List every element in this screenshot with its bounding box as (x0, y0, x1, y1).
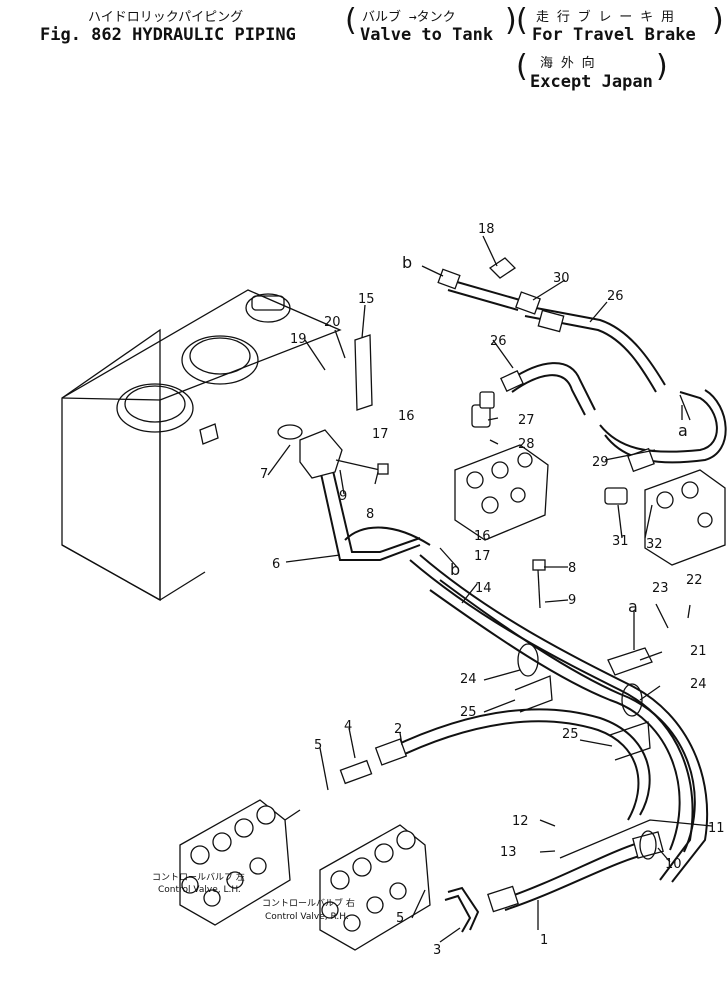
callout-22: 22 (686, 573, 703, 588)
ref-b-upper: b (402, 253, 412, 272)
callout-19: 19 (290, 332, 307, 347)
paren-right: ) (505, 3, 517, 38)
callout-6: 6 (272, 557, 280, 572)
callout-25: 25 (562, 727, 579, 742)
callout-18: 18 (478, 222, 495, 237)
callout-24: 24 (690, 677, 707, 692)
label-cv-rh-jp: コントロールバルブ 右 (262, 897, 355, 909)
callout-9: 9 (568, 593, 576, 608)
callout-8: 8 (568, 561, 576, 576)
subtitle-2-japanese: 走 行 ブ レ ー キ 用 (536, 10, 674, 25)
callout-16: 16 (398, 409, 415, 424)
pipe-29 (599, 389, 727, 473)
paren-right: ) (712, 3, 724, 38)
callout-3: 3 (433, 943, 441, 958)
paren-left: ( (516, 3, 528, 38)
callout-17: 17 (372, 427, 389, 442)
bolt-8 (335, 459, 389, 475)
callout-28: 28 (518, 437, 535, 452)
callout-25: 25 (460, 705, 477, 720)
callout-numbers: 18 30 26 15 20 19 26 16 17 27 28 7 9 8 2… (260, 222, 725, 958)
clamp-24b (621, 683, 643, 717)
control-valve-rh (319, 824, 431, 951)
callout-17: 17 (474, 549, 491, 564)
bracket-15 (354, 334, 373, 411)
title-japanese: ハイドロリックパイピング (88, 10, 244, 25)
elbow-27 (471, 391, 495, 428)
callout-4: 4 (344, 719, 352, 734)
pipe-6 (317, 457, 431, 561)
subtitle-3-japanese: 海 外 向 (540, 56, 595, 71)
pipe-upper-b (437, 268, 541, 315)
subtitle-1-japanese: バルブ →タンク (362, 10, 456, 25)
bracket-25b (609, 721, 651, 761)
leader-lines (267, 235, 713, 943)
block-7 (277, 424, 343, 479)
callout-27: 27 (518, 413, 535, 428)
callout-5: 5 (314, 738, 322, 753)
clamp-18 (488, 257, 517, 279)
paren-left: ( (345, 3, 357, 38)
callout-24: 24 (460, 672, 477, 687)
callout-23: 23 (652, 581, 669, 596)
hydraulic-tank (61, 289, 342, 602)
ref-a-lower: a (628, 597, 638, 616)
callout-16: 16 (474, 529, 491, 544)
bracket-25a (514, 675, 553, 713)
valve-block (454, 444, 549, 541)
subtitle-2: For Travel Brake (532, 25, 696, 45)
ref-a-upper: a (678, 421, 688, 440)
hose-assembly-24 (409, 554, 709, 883)
figure-title: Fig. 862 HYDRAULIC PIPING (40, 25, 296, 45)
hose-2 (374, 708, 651, 821)
hose-26-lower (500, 362, 596, 416)
callout-7: 7 (260, 467, 268, 482)
label-cv-lh-jp: コントロールバルブ 左 (152, 871, 245, 883)
clamp-10 (639, 830, 657, 860)
brake-valve-32 (644, 469, 726, 566)
adapter-4 (339, 759, 373, 785)
callout-5: 5 (396, 911, 404, 926)
callout-1: 1 (540, 933, 548, 948)
callout-31: 31 (612, 534, 629, 549)
callout-2: 2 (394, 722, 402, 737)
subtitle-3: Except Japan (530, 72, 653, 92)
subtitle-1: Valve to Tank (360, 25, 494, 45)
callout-26: 26 (490, 334, 507, 349)
hose-1 (487, 831, 664, 913)
paren-left: ( (516, 49, 528, 84)
control-valve-lh (179, 799, 301, 926)
callout-10: 10 (665, 857, 682, 872)
callout-15: 15 (358, 292, 375, 307)
callout-29: 29 (592, 455, 609, 470)
callout-12: 12 (512, 814, 529, 829)
hose-26-upper (519, 304, 666, 393)
callout-14: 14 (475, 581, 492, 596)
callout-32: 32 (646, 537, 663, 552)
callout-20: 20 (324, 315, 341, 330)
connector-31 (604, 487, 628, 505)
clamp-24a (517, 643, 539, 677)
paren-right: ) (656, 49, 668, 84)
callout-13: 13 (500, 845, 517, 860)
label-cv-rh: Control Valve, R.H. (265, 912, 349, 922)
callout-11: 11 (708, 821, 725, 836)
bracket-21 (607, 647, 653, 676)
callout-8: 8 (366, 507, 374, 522)
bolt-8-lower (532, 559, 546, 609)
callout-9: 9 (339, 489, 347, 504)
label-cv-lh: Control Valve, L.H. (158, 885, 241, 895)
elbow-3 (444, 886, 480, 933)
callout-21: 21 (690, 644, 707, 659)
ref-b-lower: b (450, 560, 460, 579)
callout-26: 26 (607, 289, 624, 304)
callout-30: 30 (553, 271, 570, 286)
